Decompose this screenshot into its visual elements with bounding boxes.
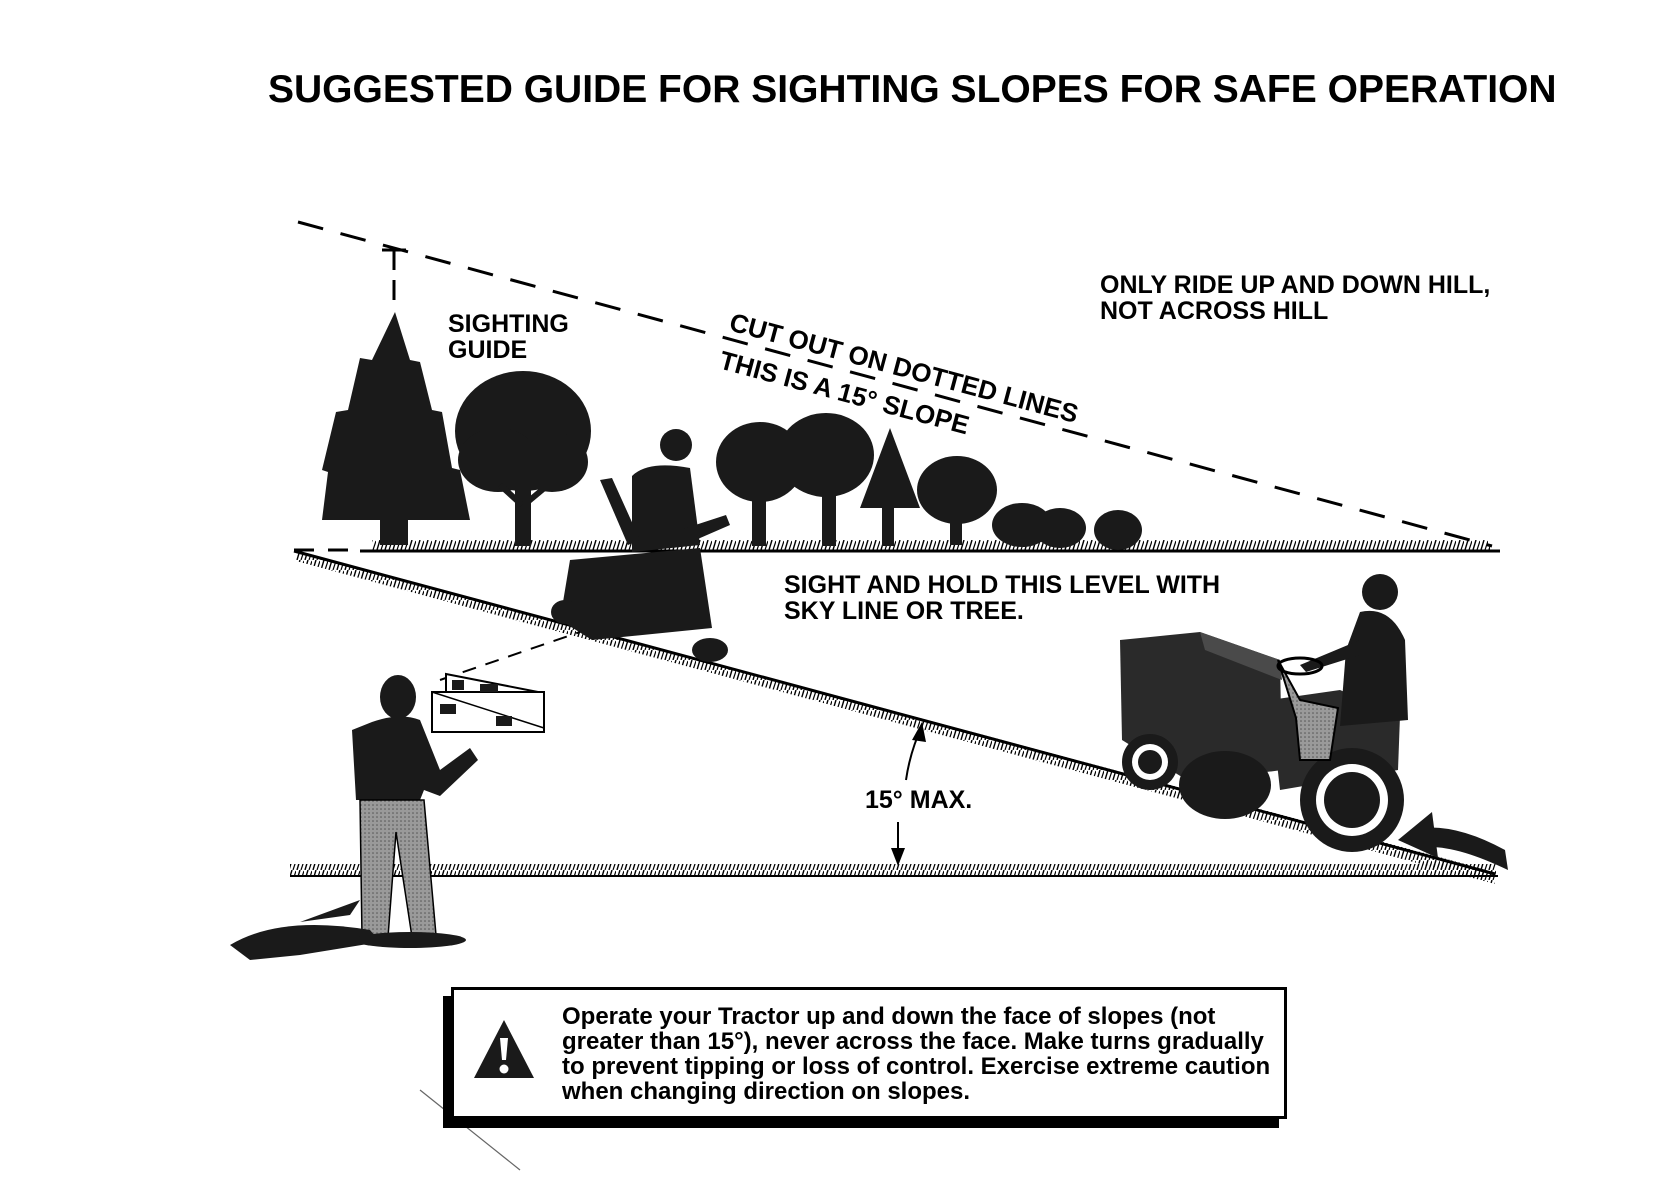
caution-triangle-icon	[474, 1020, 534, 1078]
sighting-guide-label-line2: GUIDE	[448, 336, 527, 364]
bush-icon	[992, 503, 1142, 550]
garden-tractor-icon	[1120, 574, 1408, 852]
sight-hold-label-line2: SKY LINE OR TREE.	[784, 597, 1024, 625]
angle-arrow-icon	[891, 722, 926, 866]
person-icon	[230, 675, 478, 960]
tree-icon	[716, 413, 920, 546]
slope-line	[293, 549, 1496, 876]
level-ground-strip	[372, 540, 1490, 551]
sight-dotted-line	[439, 631, 581, 681]
scan-artifact-line	[419, 1089, 521, 1171]
arrow-icon	[1398, 812, 1508, 870]
tree-icon	[917, 456, 997, 545]
sighting-guide-label-line1: SIGHTING	[448, 310, 569, 338]
dotted-cut-line-top	[297, 220, 1493, 548]
warning-box: Operate your Tractor up and down the fac…	[451, 987, 1287, 1119]
flat-ground-strip	[290, 864, 1496, 875]
tree-icon	[455, 371, 591, 546]
sight-hold-label-line1: SIGHT AND HOLD THIS LEVEL WITH	[784, 571, 1220, 599]
warning-text: Operate your Tractor up and down the fac…	[562, 1003, 1271, 1105]
sighting-guide-card-icon	[431, 672, 545, 733]
only-ride-label-line2: NOT ACROSS HILL	[1100, 297, 1328, 325]
only-ride-label-line1: ONLY RIDE UP AND DOWN HILL,	[1100, 271, 1490, 299]
page-title: SUGGESTED GUIDE FOR SIGHTING SLOPES FOR …	[268, 68, 1557, 111]
tractor-rider-icon	[551, 429, 730, 662]
max-angle-label: 15° MAX.	[865, 786, 972, 814]
pine-tree-icon	[322, 312, 470, 545]
